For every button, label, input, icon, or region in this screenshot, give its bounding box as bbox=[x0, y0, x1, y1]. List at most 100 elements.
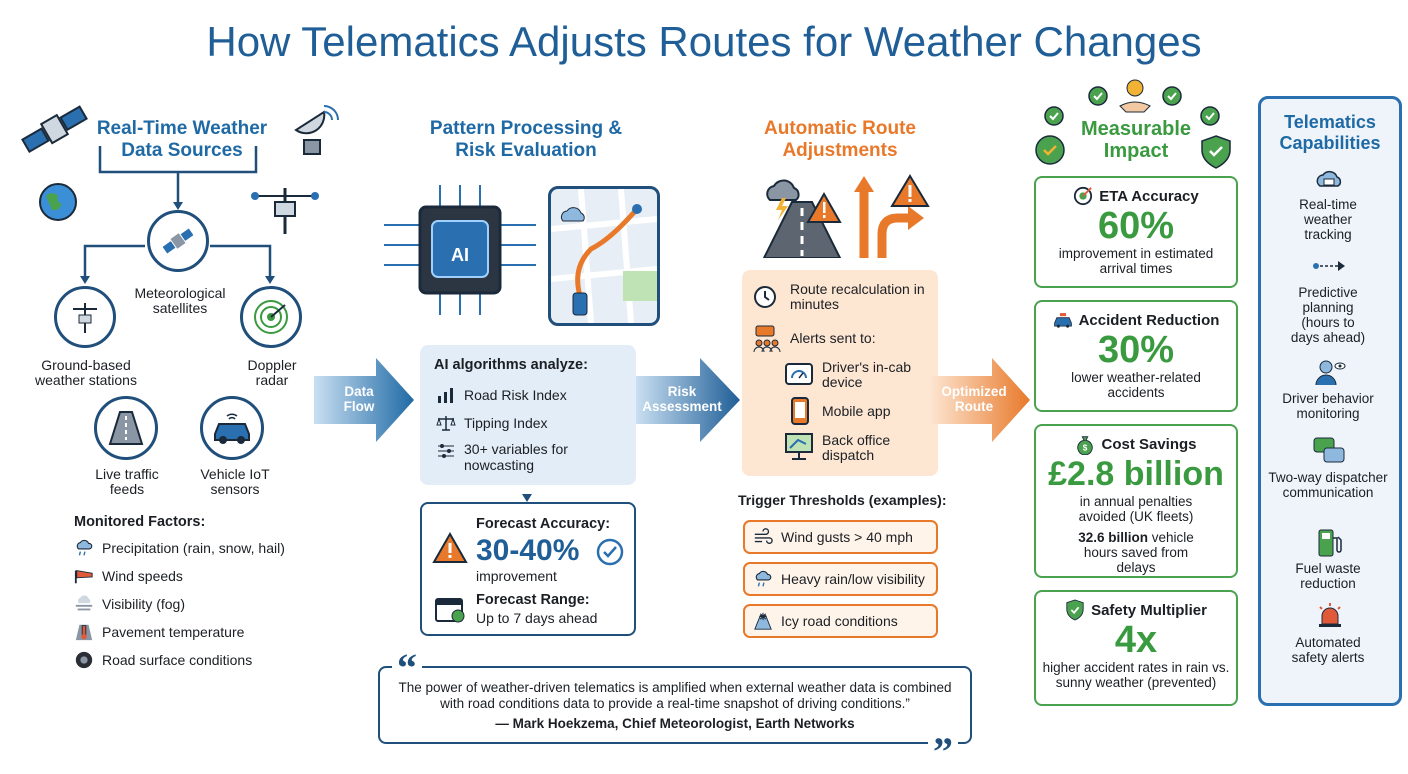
ai-item-label: Tipping Index bbox=[464, 415, 548, 431]
timer-icon bbox=[754, 286, 776, 308]
capability-fuel-waste: Fuel waste reduction bbox=[1295, 561, 1361, 591]
impact-badges-graphic bbox=[1035, 79, 1231, 169]
bar-chart-icon bbox=[436, 385, 456, 405]
thermometer-icon bbox=[74, 622, 94, 642]
forecast-accuracy-sub: improvement bbox=[476, 568, 557, 584]
card-extra-bold: 32.6 billion bbox=[1078, 530, 1148, 545]
factor-precipitation: Precipitation (rain, snow, hail) bbox=[74, 538, 285, 558]
card-extra: 32.6 billion vehicle hours saved from de… bbox=[1036, 524, 1236, 575]
fog-icon bbox=[74, 594, 94, 614]
ai-item-label: Road Risk Index bbox=[464, 387, 567, 403]
radar-icon bbox=[254, 300, 288, 334]
route-map-graphic bbox=[548, 186, 660, 326]
satellites-label: Meteorological satellites bbox=[134, 285, 226, 316]
capability-safety-alerts: Automated safety alerts bbox=[1291, 635, 1365, 665]
rain-cloud-icon bbox=[753, 569, 773, 589]
impact-card-cost: $Cost Savings £2.8 billion in annual pen… bbox=[1034, 424, 1238, 578]
card-sub: higher accident rates in rain vs. sunny … bbox=[1042, 660, 1230, 690]
risk-assessment-label: Risk Assessment bbox=[642, 384, 722, 414]
threshold-icy: Icy road conditions bbox=[743, 604, 938, 638]
ai-item-road-risk: Road Risk Index bbox=[436, 385, 567, 405]
chat-bubbles-icon bbox=[1313, 437, 1345, 463]
factor-wind: Wind speeds bbox=[74, 566, 183, 586]
threshold-label: Heavy rain/low visibility bbox=[781, 571, 925, 587]
satellite-icon bbox=[21, 105, 88, 154]
data-flow-arrow: Data Flow bbox=[314, 358, 414, 442]
threshold-rain: Heavy rain/low visibility bbox=[743, 562, 938, 596]
adjustments-heading: Automatic Route Adjustments bbox=[764, 118, 916, 161]
forecast-pointer bbox=[522, 494, 532, 502]
factor-label: Wind speeds bbox=[102, 568, 183, 584]
card-value: 60% bbox=[1097, 205, 1175, 247]
capability-dispatcher-communication: Two-way dispatcher communication bbox=[1268, 470, 1388, 500]
svg-text:$: $ bbox=[1083, 443, 1088, 452]
alert-target-cab: Driver's in-cab device bbox=[822, 359, 912, 390]
card-value: £2.8 billion bbox=[1048, 455, 1224, 493]
impact-card-safety: Safety Multiplier 4x higher accident rat… bbox=[1034, 590, 1238, 706]
calendar-icon bbox=[435, 598, 465, 623]
ai-item-variables: 30+ variables for nowcasting bbox=[436, 441, 614, 473]
forecast-accuracy-value: 30-40% bbox=[476, 534, 580, 567]
tire-icon bbox=[74, 650, 94, 670]
sources-connectors bbox=[80, 146, 275, 284]
capabilities-heading: Telematics Capabilities bbox=[1279, 112, 1381, 153]
alert-target-mobile: Mobile app bbox=[822, 403, 891, 419]
card-sub: lower weather-related accidents bbox=[1071, 370, 1201, 400]
card-sub: improvement in estimated arrival times bbox=[1058, 246, 1214, 276]
fuel-pump-icon bbox=[1318, 529, 1342, 557]
recalc-text: Route recalculation in minutes bbox=[790, 281, 925, 312]
optimized-route-label: Optimized Route bbox=[941, 384, 1007, 414]
forecast-range-value: Up to 7 days ahead bbox=[476, 610, 598, 626]
factor-road-surface: Road surface conditions bbox=[74, 650, 252, 670]
card-title: ETA Accuracy bbox=[1099, 187, 1199, 205]
ai-item-tipping: Tipping Index bbox=[436, 413, 548, 433]
factor-label: Road surface conditions bbox=[102, 652, 253, 668]
windsock-icon bbox=[74, 566, 94, 586]
capability-driver-monitoring: Driver behavior monitoring bbox=[1282, 391, 1374, 421]
sources-section: Real-Time Weather Data Sources Meteorolo… bbox=[0, 90, 360, 510]
sources-heading: Real-Time Weather Data Sources bbox=[96, 118, 268, 161]
balance-scale-icon bbox=[436, 413, 456, 433]
monitored-factors-heading: Monitored Factors: bbox=[74, 514, 206, 530]
optimized-route-arrow: Optimized Route bbox=[930, 358, 1030, 442]
rain-cloud-icon bbox=[74, 538, 94, 558]
traffic-circle bbox=[94, 396, 158, 460]
factor-label: Pavement temperature bbox=[102, 624, 245, 640]
factor-label: Visibility (fog) bbox=[102, 596, 185, 612]
factor-pavement: Pavement temperature bbox=[74, 622, 244, 642]
threshold-wind: Wind gusts > 40 mph bbox=[743, 520, 938, 554]
mobile-phone-icon bbox=[791, 397, 809, 425]
icy-road-icon bbox=[753, 611, 773, 631]
car-icon bbox=[214, 413, 250, 444]
ground-station-circle bbox=[54, 286, 116, 348]
quote-text: The power of weather-driven telematics i… bbox=[398, 680, 952, 711]
driver-icon bbox=[1315, 360, 1346, 386]
weather-tracking-icon bbox=[1316, 171, 1342, 187]
capability-predictive-planning: Predictive planning (hours to days ahead… bbox=[1290, 285, 1366, 345]
money-bag-icon: $ bbox=[1075, 434, 1095, 455]
globe-icon bbox=[39, 183, 77, 221]
warning-icon bbox=[432, 532, 468, 563]
alert-target-office: Back office dispatch bbox=[822, 432, 891, 463]
target-icon bbox=[1073, 186, 1093, 206]
forecast-range-title: Forecast Range: bbox=[476, 592, 590, 608]
data-flow-label: Data Flow bbox=[343, 384, 375, 414]
alarm-light-icon bbox=[1319, 603, 1341, 627]
thresholds-title: Trigger Thresholds (examples): bbox=[738, 492, 947, 508]
dashboard-icon bbox=[785, 363, 813, 385]
iot-label: Vehicle IoT sensors bbox=[200, 466, 270, 497]
quote-box bbox=[378, 666, 972, 744]
threshold-label: Wind gusts > 40 mph bbox=[781, 529, 913, 545]
satellite-circle bbox=[147, 210, 209, 272]
police-car-icon bbox=[1053, 310, 1073, 330]
card-title: Safety Multiplier bbox=[1091, 601, 1207, 619]
factor-label: Precipitation (rain, snow, hail) bbox=[102, 540, 285, 556]
check-circle-icon bbox=[596, 538, 624, 566]
ground-stations-label: Ground-based weather stations bbox=[35, 357, 137, 388]
ai-item-label: 30+ variables for nowcasting bbox=[464, 441, 568, 473]
card-value: 30% bbox=[1097, 329, 1175, 371]
ai-chip-label: AI bbox=[451, 245, 469, 265]
card-extra-text: vehicle hours saved from delays bbox=[1083, 530, 1194, 575]
monitor-map-icon bbox=[785, 433, 813, 460]
card-title: Cost Savings bbox=[1101, 435, 1197, 453]
